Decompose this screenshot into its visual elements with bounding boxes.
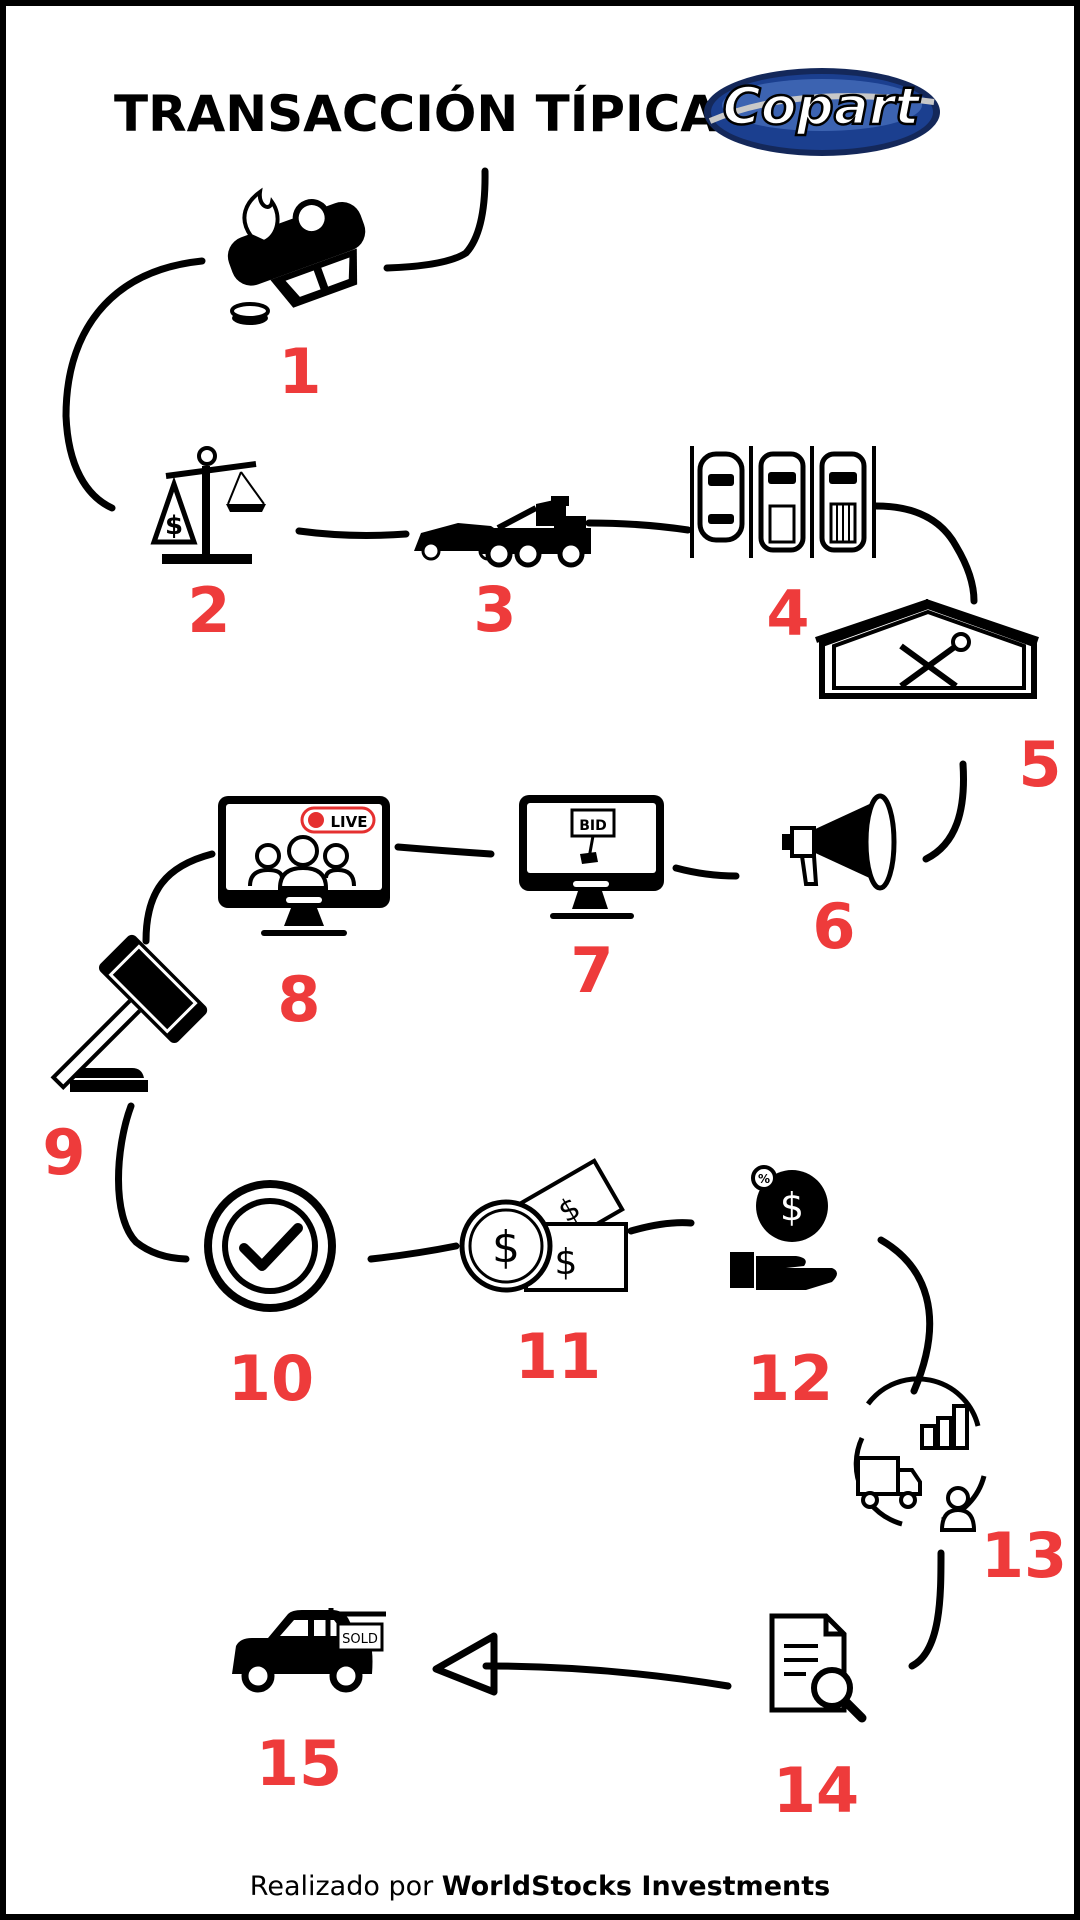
step-1-number: 1: [278, 335, 321, 408]
step-7-number: 7: [570, 934, 613, 1007]
step-5-icon: [815, 599, 1039, 699]
step-12-icon: $ %: [730, 1165, 837, 1290]
step-10-icon: [204, 1180, 336, 1312]
step-9-number: 9: [42, 1116, 85, 1189]
step-13-number: 13: [981, 1519, 1067, 1592]
step-6-number: 6: [812, 890, 855, 963]
step-10-number: 10: [228, 1342, 314, 1415]
step-9-icon: [50, 934, 208, 1092]
step-5-number: 5: [1018, 728, 1061, 801]
svg-text:$: $: [780, 1185, 804, 1229]
sold-sign-text: SOLD: [342, 1632, 378, 1647]
step-4-number: 4: [766, 577, 809, 650]
step-8-number: 8: [277, 963, 320, 1036]
step-2-icon: $: [150, 446, 266, 564]
footer-prefix: Realizado por: [250, 1871, 442, 1902]
step-4-icon: [690, 446, 876, 558]
infographic-canvas: TRANSACCIÓN TÍPICA Copart: [42, 68, 1067, 1902]
footer-credit: Realizado por WorldStocks Investments: [250, 1871, 830, 1902]
page-title: TRANSACCIÓN TÍPICA: [114, 84, 719, 143]
step-12-number: 12: [747, 1342, 833, 1415]
svg-text:$: $: [165, 511, 183, 541]
svg-text:$: $: [492, 1222, 520, 1273]
step-6-icon: [782, 793, 897, 891]
step-15-icon: SOLD: [232, 1608, 386, 1693]
step-14-icon: [769, 1613, 867, 1723]
svg-text:$: $: [555, 1242, 578, 1283]
step-11-icon: $ $ $: [459, 1158, 628, 1293]
step-8-icon: LIVE: [218, 796, 390, 936]
step-1-icon: [227, 187, 366, 325]
bid-sign-text: BID: [579, 818, 607, 834]
logo-text: Copart: [723, 77, 922, 137]
footer-brand: WorldStocks Investments: [442, 1871, 830, 1902]
svg-text:%: %: [758, 1172, 770, 1186]
live-badge-text: LIVE: [331, 813, 368, 831]
step-3-icon: [414, 496, 591, 568]
step-11-number: 11: [515, 1320, 601, 1393]
step-14-number: 14: [773, 1754, 859, 1827]
step-15-number: 15: [256, 1727, 342, 1800]
step-2-number: 2: [187, 574, 230, 647]
step-7-icon: BID: [519, 795, 664, 919]
copart-logo: Copart: [704, 68, 940, 156]
step-3-number: 3: [473, 573, 516, 646]
process-path: [62, 167, 978, 1696]
step-13-icon: [853, 1376, 987, 1532]
